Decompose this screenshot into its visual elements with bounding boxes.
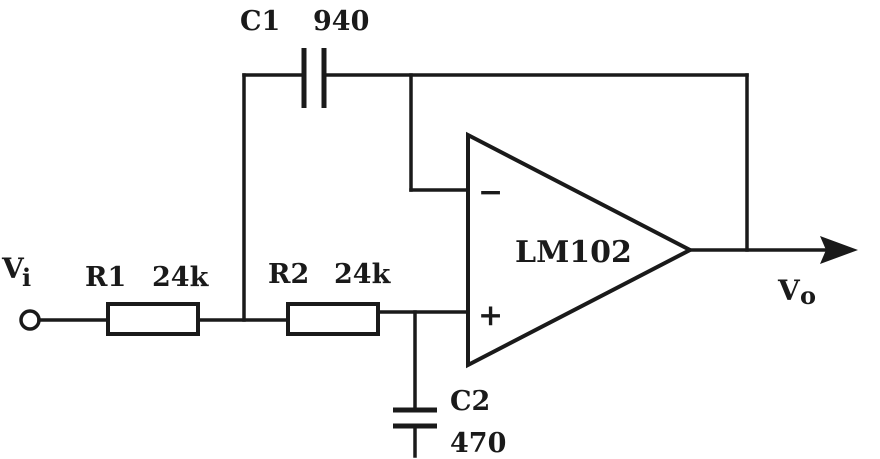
label-c1-name: C1 (240, 6, 280, 37)
output-arrow-icon (820, 236, 858, 264)
resistor-r1 (106, 302, 200, 336)
input-terminal (19, 309, 41, 331)
label-c1-value: 940 (313, 6, 369, 37)
label-input-sub: i (22, 263, 31, 292)
opamp-lm102 (466, 131, 695, 369)
label-output-v: V (777, 274, 801, 307)
label-r2-value: 24k (334, 259, 392, 290)
label-noninverting-pin: + (478, 298, 503, 333)
label-output-sub: o (800, 281, 816, 310)
resistor-r2 (286, 302, 380, 336)
label-r1-value: 24k (152, 262, 210, 293)
label-r1-name: R1 (85, 262, 126, 293)
label-c2-value: 470 (450, 428, 506, 459)
label-inverting-pin: − (478, 175, 503, 210)
label-r2-name: R2 (268, 259, 309, 290)
label-input-v: V (1, 252, 25, 285)
label-opamp-name: LM102 (515, 235, 632, 270)
label-c2-name: C2 (450, 386, 490, 417)
